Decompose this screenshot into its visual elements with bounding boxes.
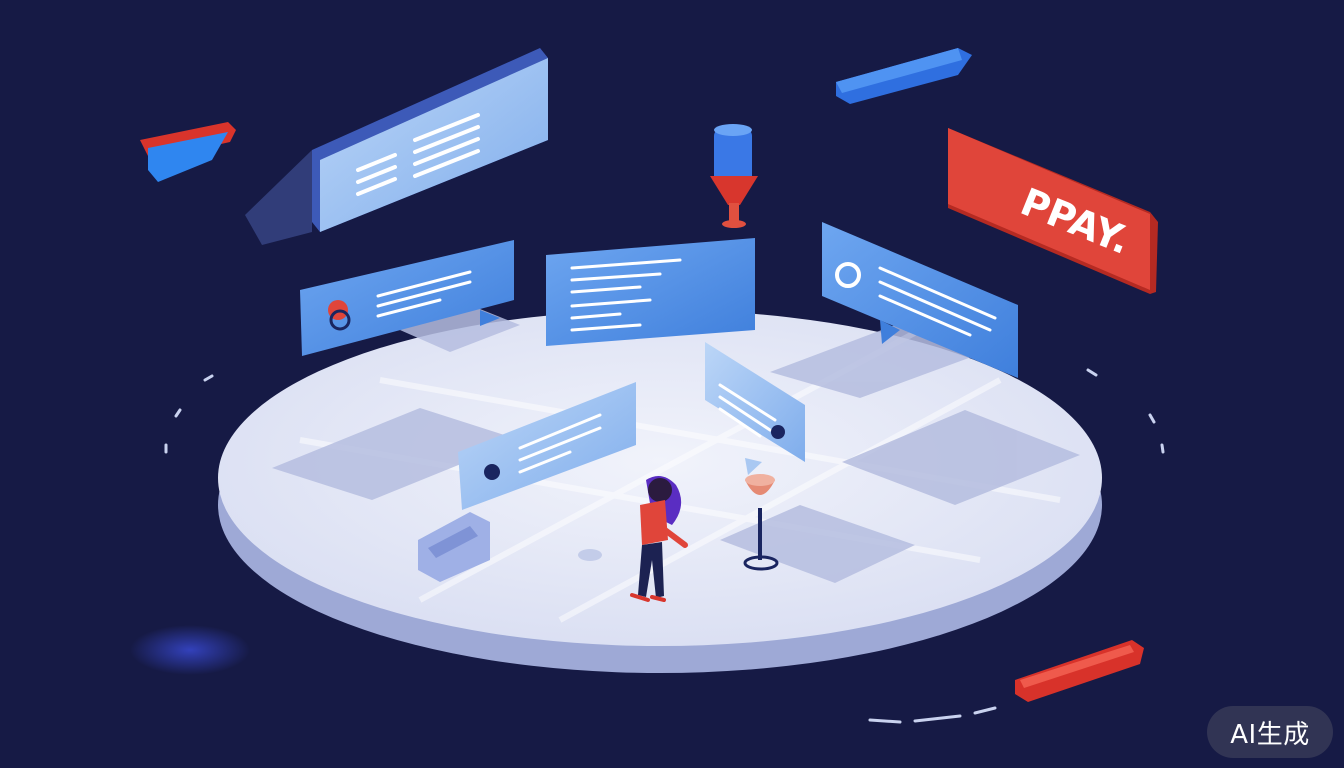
orbit-dashes bbox=[164, 368, 1165, 724]
ai-generated-badge: AI生成 bbox=[1207, 706, 1333, 758]
pay-sign: PPAY. bbox=[948, 128, 1158, 294]
chat-bubble-center bbox=[546, 238, 755, 346]
chat-bubble-lower bbox=[458, 382, 636, 510]
trophy-icon bbox=[710, 124, 758, 228]
avatar bbox=[835, 262, 861, 288]
avatar bbox=[484, 464, 500, 480]
chat-bubble-small-right bbox=[705, 342, 805, 475]
floating-pill-blue bbox=[836, 48, 972, 104]
avatar bbox=[771, 425, 785, 439]
wine-glass-icon bbox=[743, 474, 779, 571]
backpack-icon bbox=[418, 512, 490, 582]
chat-bubble-large bbox=[245, 48, 548, 245]
stone bbox=[578, 549, 602, 561]
floating-pill-redblue bbox=[140, 122, 236, 182]
floating-pill-red bbox=[1015, 640, 1144, 702]
chat-bubble-left bbox=[300, 240, 514, 356]
chat-bubble-right bbox=[822, 222, 1018, 378]
person-figure bbox=[630, 476, 688, 602]
glow-spot bbox=[130, 625, 250, 675]
